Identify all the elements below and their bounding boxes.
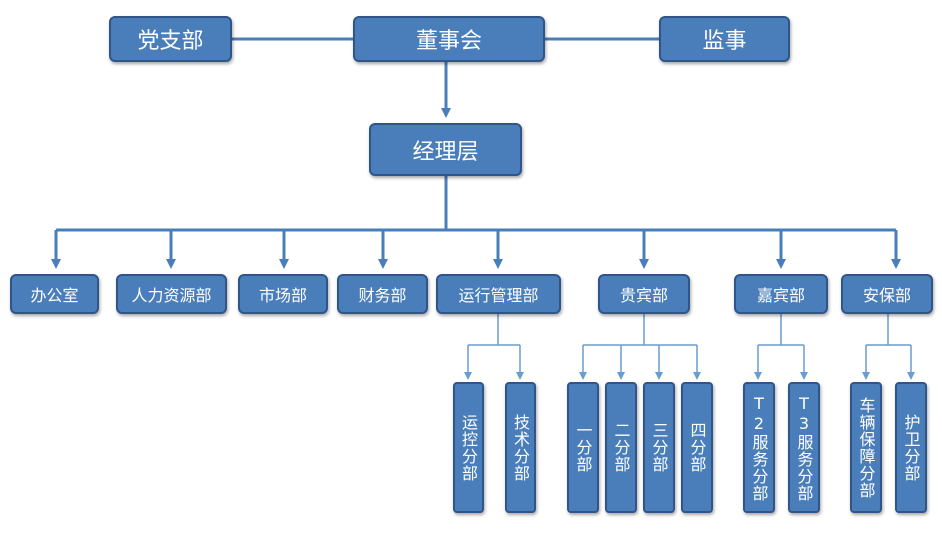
sub-links — [464, 314, 915, 380]
sub-dept-node: 技术分部 — [505, 382, 536, 513]
sub-dept-node: 车辆保障分部 — [850, 382, 882, 513]
dept-node: 安保部 — [841, 274, 933, 314]
sub-dept-label: 一分部 — [573, 422, 593, 473]
sub-dept-label: 二分部 — [611, 422, 631, 473]
dept-node: 人力资源部 — [116, 274, 227, 314]
sub-dept-node: 一分部 — [567, 382, 599, 513]
department-links — [51, 176, 901, 269]
board-node: 董事会 — [353, 16, 545, 62]
sub-dept-node: T2服务分部 — [743, 382, 775, 513]
party-branch-node: 党支部 — [109, 16, 232, 62]
dept-node: 嘉宾部 — [734, 274, 828, 314]
dept-node: 市场部 — [238, 274, 328, 314]
sub-dept-label: 三分部 — [649, 422, 669, 473]
sub-dept-node: 三分部 — [643, 382, 675, 513]
sub-dept-label: T3服务分部 — [794, 393, 814, 502]
dept-node: 财务部 — [337, 274, 428, 314]
supervisor-node: 监事 — [659, 16, 790, 62]
sub-dept-label: 护卫分部 — [901, 413, 921, 482]
sub-dept-label: 车辆保障分部 — [856, 396, 876, 499]
sub-dept-label: 运控分部 — [459, 413, 478, 482]
sub-dept-label: 四分部 — [687, 422, 707, 473]
dept-node: 贵宾部 — [598, 274, 690, 314]
dept-node: 办公室 — [10, 274, 99, 314]
sub-dept-node: 运控分部 — [453, 382, 484, 513]
management-node: 经理层 — [369, 123, 522, 176]
sub-dept-node: 护卫分部 — [895, 382, 927, 513]
dept-node: 运行管理部 — [436, 274, 561, 314]
sub-dept-label: T2服务分部 — [749, 393, 769, 502]
top-links — [232, 37, 659, 118]
sub-dept-label: 技术分部 — [511, 413, 530, 482]
sub-dept-node: T3服务分部 — [788, 382, 820, 513]
sub-dept-node: 四分部 — [681, 382, 713, 513]
sub-dept-node: 二分部 — [605, 382, 637, 513]
